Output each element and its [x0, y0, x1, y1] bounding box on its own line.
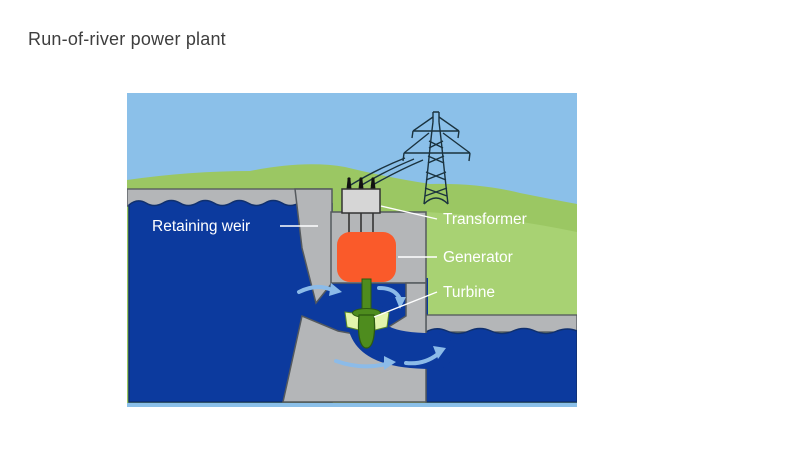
- label-turbine: Turbine: [443, 284, 495, 301]
- leader-transformer: [380, 205, 438, 220]
- power-plant-diagram: Retaining weir Transformer Generator Tur…: [127, 93, 577, 407]
- river-bank: [426, 212, 577, 315]
- leader-turbine: [373, 291, 438, 318]
- turbine-runner: [344, 308, 390, 349]
- tailwater-wall: [425, 314, 577, 333]
- flow-arrowhead: [329, 283, 342, 296]
- retaining-weir-structure: [294, 188, 333, 305]
- page-title: Run-of-river power plant: [28, 29, 226, 49]
- flow-arrowhead: [384, 356, 396, 370]
- flow-arrows: [297, 283, 446, 370]
- transformer-box: [341, 188, 381, 214]
- label-retaining-weir: Retaining weir: [152, 218, 250, 235]
- generator-body: [337, 232, 396, 282]
- flow-arrowhead: [433, 346, 446, 359]
- leader-lines: [280, 205, 438, 318]
- label-transformer: Transformer: [443, 211, 527, 228]
- flow-arrowhead: [395, 297, 406, 309]
- transmission-tower-icon: [402, 111, 471, 205]
- tailwater: [425, 327, 577, 403]
- power-lines: [348, 157, 424, 187]
- transformer-bushings: [346, 177, 376, 189]
- diagram-container: Retaining weir Transformer Generator Tur…: [127, 93, 577, 407]
- label-generator: Generator: [443, 249, 513, 266]
